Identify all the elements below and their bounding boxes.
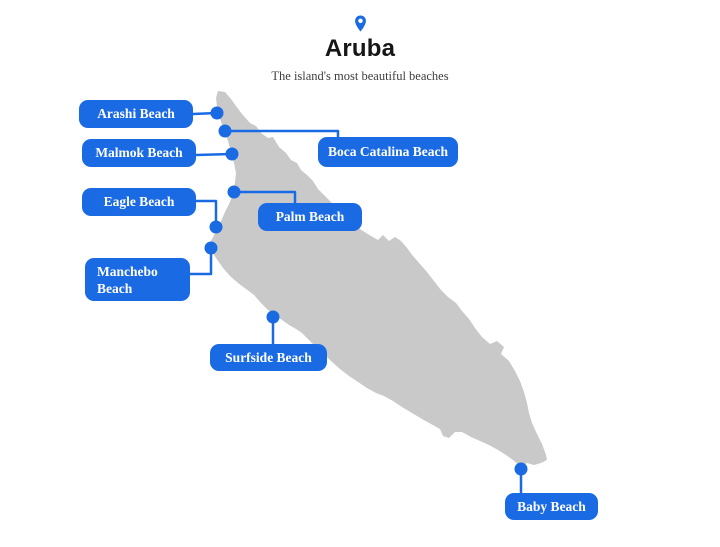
location-pin-icon [0,15,720,32]
beach-label-eagle: Eagle Beach [82,188,196,216]
beach-label-malmok: Malmok Beach [82,139,196,167]
beach-label-surfside: Surfside Beach [210,344,327,371]
beach-label-text: Eagle Beach [103,194,175,209]
connector-palm [234,190,297,204]
beach-label-text: Palm Beach [275,209,345,224]
beach-label-text: Baby Beach [517,498,586,514]
marker-dot-arashi [210,106,224,120]
header: Aruba The island's most beautiful beache… [0,15,720,84]
beach-label-text: Manchebo Beach [97,263,158,296]
connector-eagle [196,199,218,227]
beach-label-text: Surfside Beach [225,349,312,365]
beach-label-arashi: Arashi Beach [79,100,193,128]
marker-dot-manchebo [204,241,218,255]
marker-dot-malmok [225,147,239,161]
connector-manchebo [190,248,213,276]
marker-dot-surfside [266,310,280,324]
beach-label-text: Arashi Beach [97,106,175,121]
beach-label-text: Malmok Beach [95,145,183,160]
beach-label-palm: Palm Beach [258,203,362,231]
beach-label-text: Boca Catalina Beach [328,144,448,159]
marker-dot-eagle [209,220,223,234]
connector-boca [225,129,340,138]
page-title: Aruba [324,35,396,62]
marker-dot-boca [218,124,232,138]
beach-label-manchebo: Manchebo Beach [85,258,190,301]
marker-dot-palm [227,185,241,199]
aruba-island-shape [209,91,547,467]
page-subtitle: The island's most beautiful beaches [271,69,449,83]
beach-label-boca-catalina: Boca Catalina Beach [318,137,458,167]
marker-dot-baby [514,462,528,476]
beach-label-baby: Baby Beach [505,493,598,520]
